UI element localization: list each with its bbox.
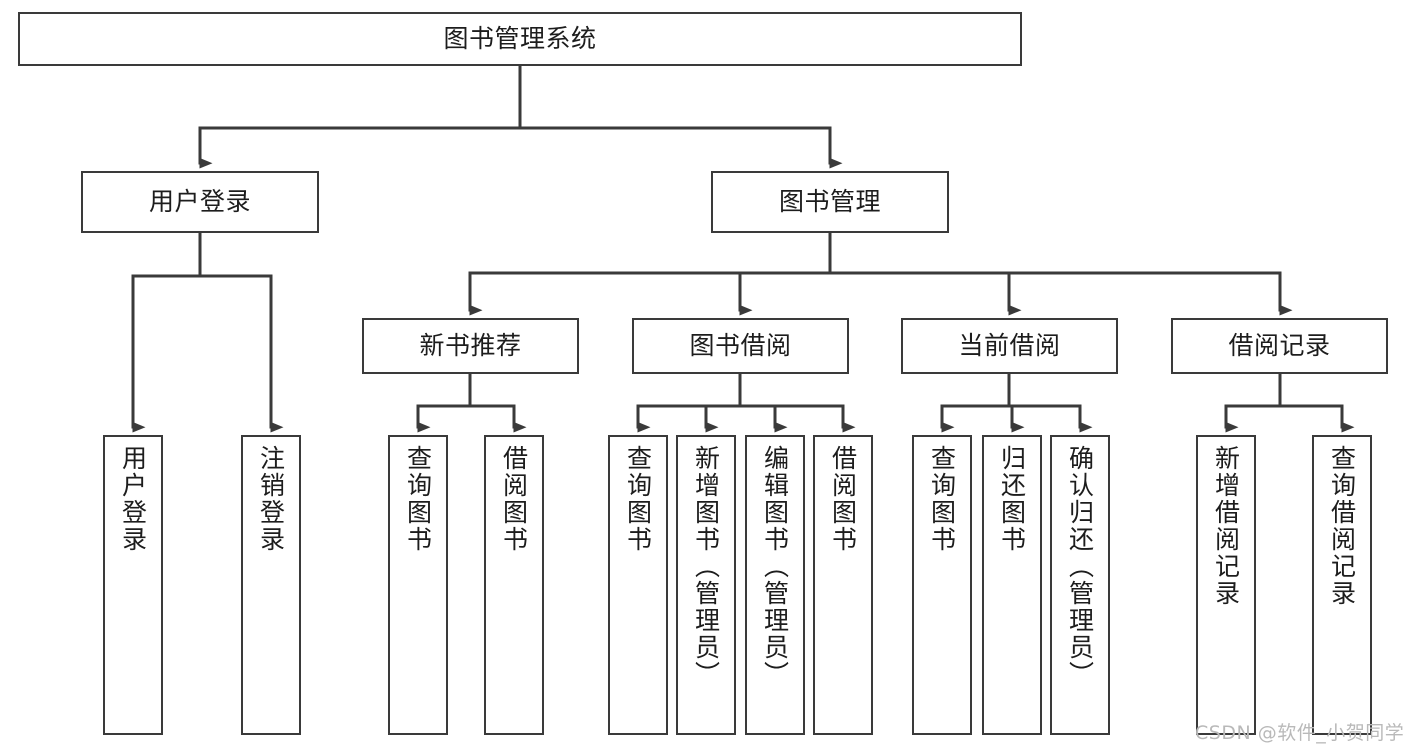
node-leaf-borrow-book-2-label: 借阅图书 [828,445,858,553]
node-root[interactable]: 图书管理系统 [18,12,1022,66]
node-leaf-query-book-3-label: 查询图书 [927,445,957,553]
node-user-login-label: 用户登录 [148,187,251,216]
node-leaf-user-login[interactable]: 用户登录 [103,435,163,735]
node-leaf-query-book-1-label: 查询图书 [403,445,433,553]
node-leaf-query-book-2[interactable]: 查询图书 [608,435,668,735]
node-new-book-recommend[interactable]: 新书推荐 [362,318,579,374]
node-root-label: 图书管理系统 [443,24,597,53]
node-leaf-add-book-admin-label: 新增图书（管理员） [691,445,721,688]
node-borrow-record[interactable]: 借阅记录 [1171,318,1388,374]
node-leaf-user-logout[interactable]: 注销登录 [241,435,301,735]
node-leaf-return-book[interactable]: 归还图书 [982,435,1042,735]
node-book-borrow[interactable]: 图书借阅 [632,318,849,374]
node-leaf-confirm-return-admin[interactable]: 确认归还（管理员） [1050,435,1110,735]
node-leaf-user-login-label: 用户登录 [118,445,148,553]
node-new-book-recommend-label: 新书推荐 [419,331,522,360]
node-leaf-add-borrow-record-label: 新增借阅记录 [1211,445,1241,607]
node-leaf-borrow-book-1[interactable]: 借阅图书 [484,435,544,735]
node-borrow-record-label: 借阅记录 [1228,331,1331,360]
node-leaf-query-borrow-record-label: 查询借阅记录 [1327,445,1357,607]
node-leaf-add-borrow-record[interactable]: 新增借阅记录 [1196,435,1256,735]
node-current-borrow-label: 当前借阅 [958,331,1061,360]
node-leaf-query-book-1[interactable]: 查询图书 [388,435,448,735]
node-book-manage[interactable]: 图书管理 [711,171,949,233]
node-leaf-query-book-3[interactable]: 查询图书 [912,435,972,735]
node-current-borrow[interactable]: 当前借阅 [901,318,1118,374]
node-leaf-borrow-book-2[interactable]: 借阅图书 [813,435,873,735]
node-leaf-borrow-book-1-label: 借阅图书 [499,445,529,553]
node-leaf-query-borrow-record[interactable]: 查询借阅记录 [1312,435,1372,735]
watermark: CSDN @软件_小贺同学 [1195,722,1405,744]
node-book-manage-label: 图书管理 [778,187,881,216]
node-leaf-edit-book-admin-label: 编辑图书（管理员） [760,445,790,688]
node-leaf-add-book-admin[interactable]: 新增图书（管理员） [676,435,736,735]
node-leaf-query-book-2-label: 查询图书 [623,445,653,553]
node-user-login[interactable]: 用户登录 [81,171,319,233]
node-leaf-return-book-label: 归还图书 [997,445,1027,553]
node-leaf-confirm-return-admin-label: 确认归还（管理员） [1065,445,1095,688]
node-book-borrow-label: 图书借阅 [689,331,792,360]
node-leaf-user-logout-label: 注销登录 [256,445,286,553]
node-leaf-edit-book-admin[interactable]: 编辑图书（管理员） [745,435,805,735]
